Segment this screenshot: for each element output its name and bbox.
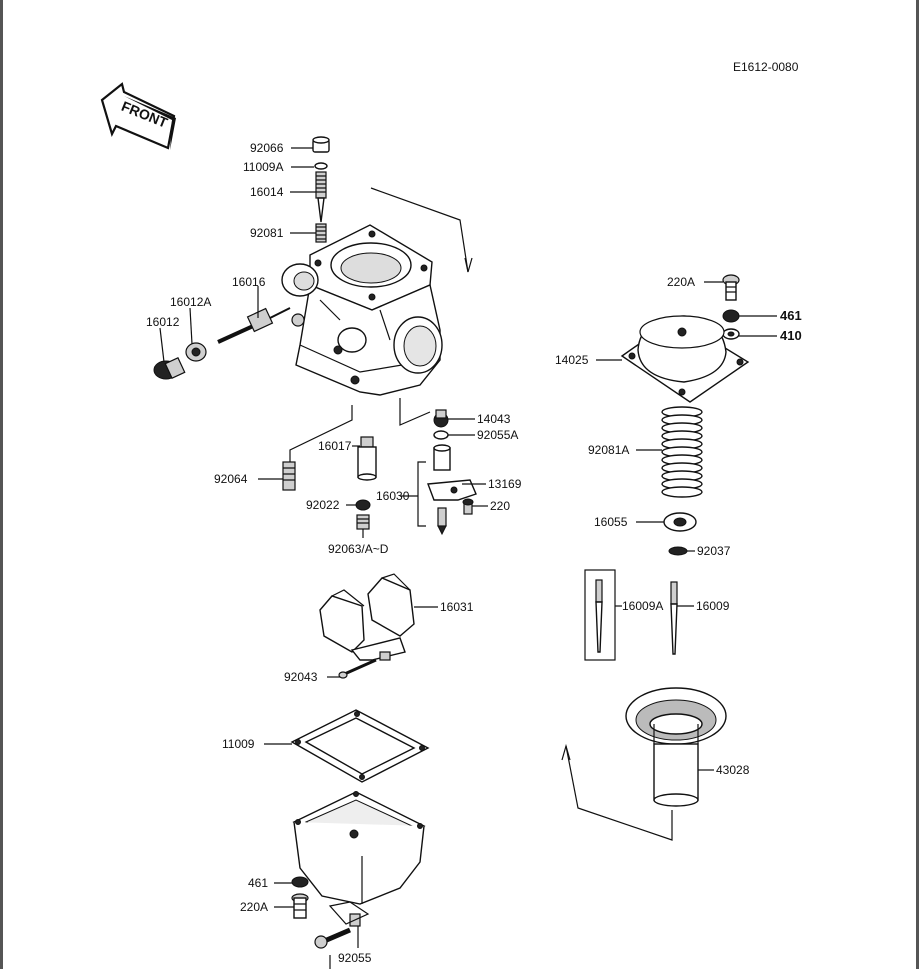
carburetor-body [281,224,443,396]
label-461-right: 461 [780,308,802,323]
part-461-washer [291,876,309,888]
left-border [0,0,3,969]
part-16017-needle-jet [357,436,377,481]
label-92081A: 92081A [588,443,629,457]
label-92055: 92055 [338,951,372,965]
part-14025-top-cover [620,315,750,403]
part-16031-float [319,573,415,661]
label-14043: 14043 [477,412,511,426]
right-border [916,0,919,969]
label-16009A: 16009A [622,599,663,613]
label-220A-right: 220A [667,275,695,289]
label-16031: 16031 [440,600,474,614]
part-11009-gasket [290,709,430,783]
part-92081A-spring [661,406,703,498]
part-13169-plate [427,479,477,501]
part-16009A-jet-needle [595,579,603,653]
part-16014-screw [315,171,327,223]
part-92022-washer [355,499,371,511]
label-92043: 92043 [284,670,318,684]
label-16009: 16009 [696,599,730,613]
label-92064: 92064 [214,472,248,486]
part-92066-cap [312,136,330,153]
label-11009A: 11009A [243,160,283,174]
part-16012A-nut [185,342,207,362]
part-11009A-oring [314,162,328,170]
label-92055A: 92055A [477,428,518,442]
part-16055-retainer [663,512,697,532]
label-16055: 16055 [594,515,628,529]
reference-line-right [565,745,673,841]
label-16017: 16017 [318,439,352,453]
part-92055-drain-screw [314,913,361,949]
part-43028-vacuum-piston [625,687,727,807]
reference-line-top [370,187,469,273]
label-13169: 13169 [488,477,522,491]
label-43028: 43028 [716,763,750,777]
label-16012A: 16012A [170,295,211,309]
part-16009-jet-needle [670,581,678,655]
label-14025: 14025 [555,353,589,367]
part-220-screw [462,498,474,515]
label-11009: 11009 [222,737,255,751]
label-16030: 16030 [376,489,410,503]
part-220A-right-screw [722,274,740,301]
part-92037-clip [668,546,688,556]
label-92066: 92066 [250,141,284,155]
part-220A-bolt [291,893,309,919]
part-92064-jet [282,461,296,491]
part-16016-pilot-screw [217,307,291,344]
label-16012: 16012 [146,315,180,329]
label-410: 410 [780,328,802,343]
part-461-right-washer [722,309,740,323]
front-arrow-icon: FRONT [100,82,176,150]
label-92037: 92037 [697,544,731,558]
part-92063-main-jet [356,514,370,530]
label-92022: 92022 [306,498,340,512]
part-16012-cap [153,356,186,380]
label-220A-left: 220A [240,900,268,914]
float-bowl [292,791,426,905]
part-92055A-oring [433,430,449,440]
label-92063: 92063/A~D [328,542,389,556]
label-16016: 16016 [232,275,266,289]
part-16030-float-valve-seat [433,444,451,536]
diagram-code: E1612-0080 [733,60,799,74]
label-220: 220 [490,499,510,513]
part-92081-spring [315,223,327,243]
label-16014: 16014 [250,185,284,199]
part-92043-pin [338,658,377,679]
label-92081: 92081 [250,226,284,240]
needle-group-box [584,569,616,661]
label-461-left: 461 [248,876,268,890]
part-14043-jet-holder [433,409,449,428]
